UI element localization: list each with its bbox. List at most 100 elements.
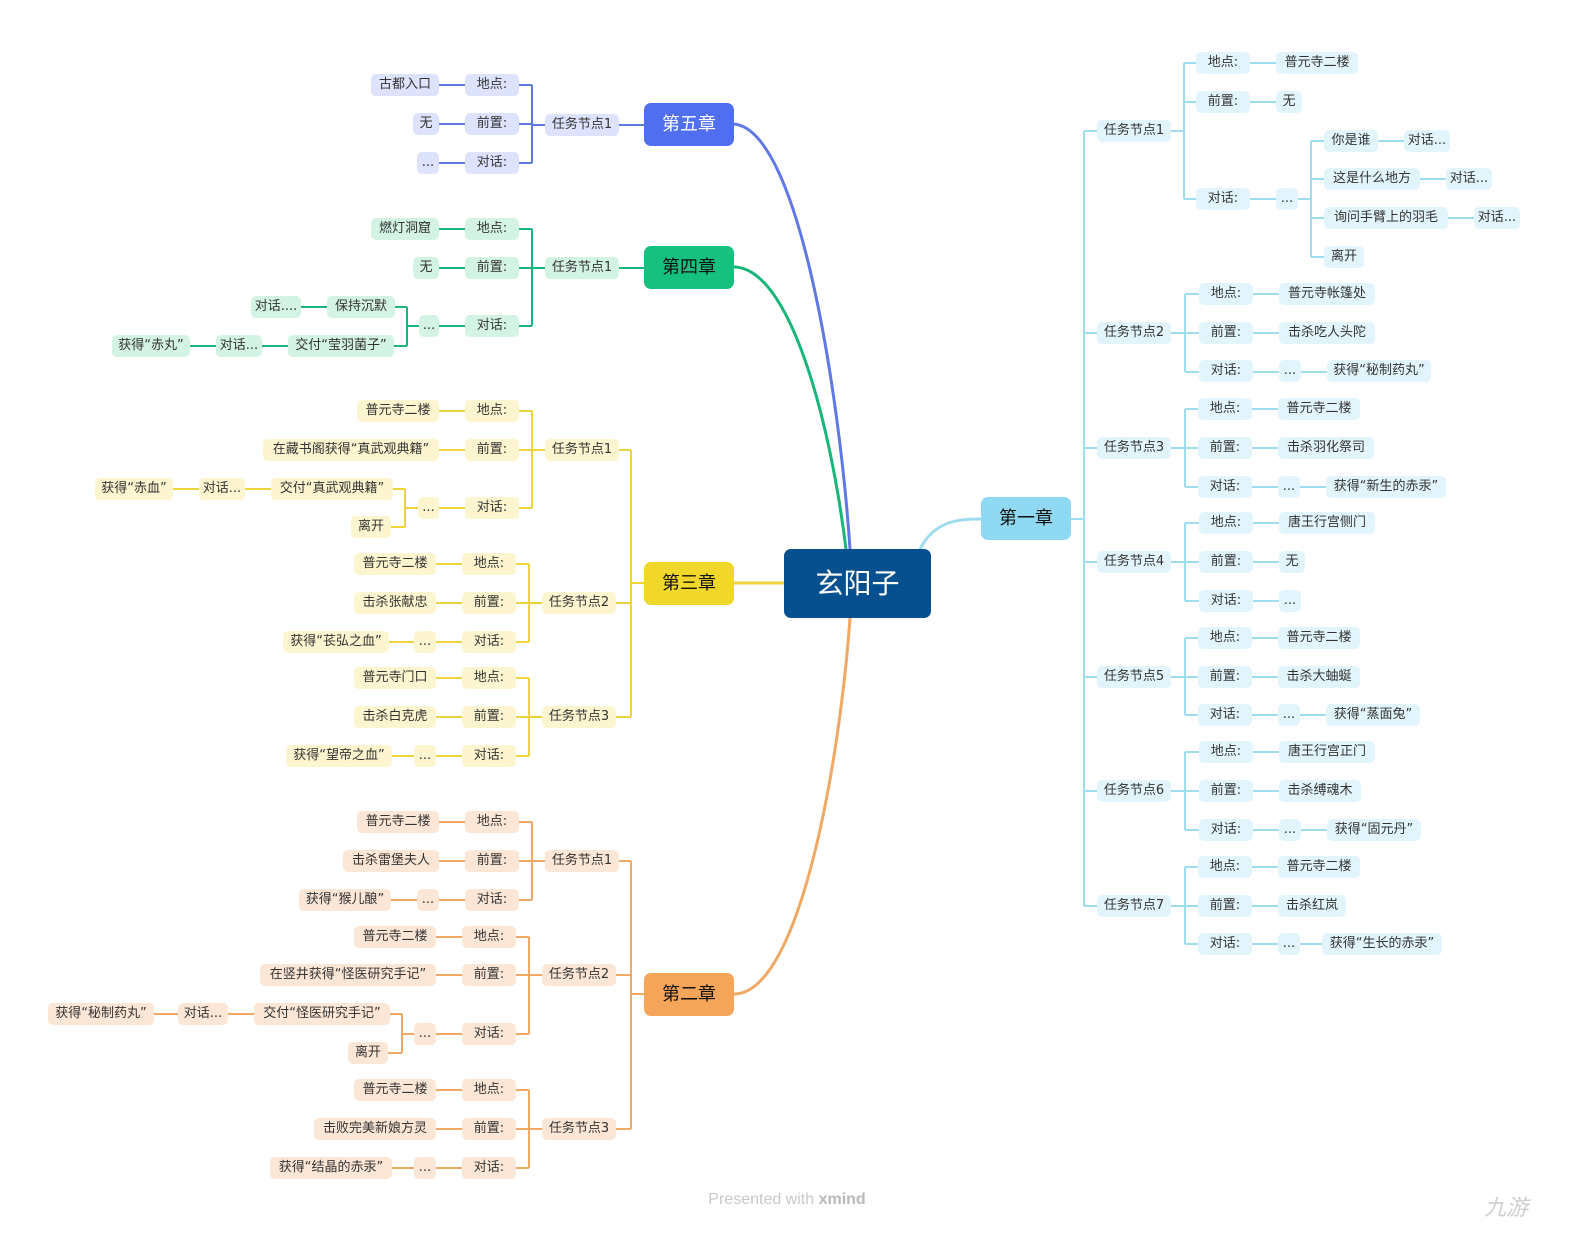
c1-n5-dialogue-label[interactable]: 对话: [1198, 704, 1252, 726]
c3-n2-dialogue-label[interactable]: 对话: [462, 631, 516, 653]
c4-n1-option-deliver[interactable]: 交付“莹羽菌子” [288, 335, 394, 357]
c1-n1-dialogue-label[interactable]: 对话: [1196, 188, 1250, 210]
c1-n2-dialogue-dots[interactable]: ... [1279, 360, 1301, 382]
c3-n1-option-deliver-dialogue[interactable]: 对话... [199, 478, 245, 500]
c2-n2-option-deliver-reward[interactable]: 获得“秘制药丸” [48, 1003, 154, 1025]
c3-n2-reward[interactable]: 获得“苌弘之血” [283, 631, 389, 653]
c3-task-node-2[interactable]: 任务节点2 [542, 592, 616, 614]
c3-n2-prereq-value[interactable]: 击杀张献忠 [354, 592, 436, 614]
c5-n1-dialogue-label[interactable]: 对话: [465, 152, 519, 174]
c5-task-node-1[interactable]: 任务节点1 [545, 114, 619, 136]
c1-n5-prereq-value[interactable]: 击杀大蚰蜒 [1278, 666, 1360, 688]
c2-n3-location-label[interactable]: 地点: [462, 1079, 516, 1101]
c3-n2-location-value[interactable]: 普元寺二楼 [354, 553, 436, 575]
c1-n7-prereq-value[interactable]: 击杀红岚 [1278, 895, 1346, 917]
c1-n5-prereq-label[interactable]: 前置: [1198, 666, 1252, 688]
c4-n1-prereq-label[interactable]: 前置: [465, 257, 519, 279]
c3-n3-prereq-value[interactable]: 击杀白克虎 [354, 706, 436, 728]
c1-n6-dialogue-dots[interactable]: ... [1279, 819, 1301, 841]
c1-n5-location-label[interactable]: 地点: [1198, 627, 1252, 649]
c1-n3-dialogue-label[interactable]: 对话: [1198, 476, 1252, 498]
c4-n1-location-label[interactable]: 地点: [465, 218, 519, 240]
c1-task-node-6[interactable]: 任务节点6 [1097, 780, 1171, 802]
c2-n3-reward[interactable]: 获得“结晶的赤汞” [270, 1157, 392, 1179]
c2-n3-prereq-label[interactable]: 前置: [462, 1118, 516, 1140]
c1-n6-prereq-label[interactable]: 前置: [1199, 780, 1253, 802]
c4-n1-prereq-value[interactable]: 无 [413, 257, 439, 279]
c1-n7-dialogue-dots[interactable]: ... [1278, 933, 1300, 955]
chapter-2-topic[interactable]: 第二章 [644, 973, 734, 1016]
c1-n2-prereq-label[interactable]: 前置: [1199, 322, 1253, 344]
c2-n2-location-label[interactable]: 地点: [462, 926, 516, 948]
c2-task-node-1[interactable]: 任务节点1 [545, 850, 619, 872]
c4-n1-option-silent-dialogue[interactable]: 对话.... [251, 296, 301, 318]
c1-n2-prereq-value[interactable]: 击杀吃人头陀 [1279, 322, 1375, 344]
c1-n1-option-2-dialogue[interactable]: 对话... [1446, 168, 1492, 190]
c2-n1-location-value[interactable]: 普元寺二楼 [357, 811, 439, 833]
c1-n6-reward[interactable]: 获得“固元丹” [1327, 819, 1421, 841]
c2-n2-prereq-label[interactable]: 前置: [462, 964, 516, 986]
c2-n3-location-value[interactable]: 普元寺二楼 [354, 1079, 436, 1101]
c1-n4-dialogue-dots[interactable]: ... [1279, 590, 1301, 612]
c2-n2-dialogue-label[interactable]: 对话: [462, 1023, 516, 1045]
c2-n2-option-leave[interactable]: 离开 [348, 1042, 388, 1064]
c1-n6-location-label[interactable]: 地点: [1199, 741, 1253, 763]
chapter-3-topic[interactable]: 第三章 [644, 562, 734, 605]
c1-task-node-4[interactable]: 任务节点4 [1097, 551, 1171, 573]
c5-n1-dialogue-dots[interactable]: ... [417, 152, 439, 174]
c1-n4-prereq-value[interactable]: 无 [1279, 551, 1305, 573]
c1-n2-location-label[interactable]: 地点: [1199, 283, 1253, 305]
c1-n3-location-label[interactable]: 地点: [1198, 398, 1252, 420]
c5-n1-prereq-label[interactable]: 前置: [465, 113, 519, 135]
c2-n2-option-deliver-dialogue[interactable]: 对话... [178, 1003, 228, 1025]
c1-n1-location-value[interactable]: 普元寺二楼 [1276, 52, 1358, 74]
c1-n4-location-label[interactable]: 地点: [1199, 512, 1253, 534]
c2-n1-prereq-value[interactable]: 击杀雷堡夫人 [343, 850, 439, 872]
c3-n2-prereq-label[interactable]: 前置: [462, 592, 516, 614]
c1-n1-option-1-dialogue[interactable]: 对话... [1404, 130, 1450, 152]
c2-n2-dialogue-dots[interactable]: ... [414, 1023, 436, 1045]
c1-n5-dialogue-dots[interactable]: ... [1278, 704, 1300, 726]
chapter-4-topic[interactable]: 第四章 [644, 246, 734, 289]
c1-n1-option-2[interactable]: 这是什么地方 [1324, 168, 1420, 190]
c2-n1-reward[interactable]: 获得“猴儿酿” [299, 889, 391, 911]
c1-n3-dialogue-dots[interactable]: ... [1278, 476, 1300, 498]
c2-n1-prereq-label[interactable]: 前置: [465, 850, 519, 872]
c4-n1-dialogue-label[interactable]: 对话: [465, 315, 519, 337]
c3-n3-reward[interactable]: 获得“望帝之血” [286, 745, 392, 767]
c1-n7-prereq-label[interactable]: 前置: [1198, 895, 1252, 917]
c2-n3-dialogue-label[interactable]: 对话: [462, 1157, 516, 1179]
c4-n1-option-deliver-dialogue[interactable]: 对话... [216, 335, 262, 357]
c1-n1-option-1[interactable]: 你是谁 [1324, 130, 1378, 152]
c1-n3-prereq-value[interactable]: 击杀羽化祭司 [1278, 437, 1374, 459]
c1-task-node-2[interactable]: 任务节点2 [1097, 322, 1171, 344]
c1-n1-location-label[interactable]: 地点: [1196, 52, 1250, 74]
c5-n1-location-label[interactable]: 地点: [465, 74, 519, 96]
c5-n1-prereq-value[interactable]: 无 [413, 113, 439, 135]
c3-task-node-1[interactable]: 任务节点1 [545, 439, 619, 461]
c2-n2-location-value[interactable]: 普元寺二楼 [354, 926, 436, 948]
c1-n1-option-3[interactable]: 询问手臂上的羽毛 [1324, 207, 1448, 229]
c1-n3-prereq-label[interactable]: 前置: [1198, 437, 1252, 459]
c1-n2-location-value[interactable]: 普元寺帐篷处 [1279, 283, 1375, 305]
c1-n1-prereq-value[interactable]: 无 [1276, 91, 1302, 113]
c3-n1-option-deliver-reward[interactable]: 获得“赤血” [95, 478, 173, 500]
c4-n1-location-value[interactable]: 燃灯洞窟 [371, 218, 439, 240]
c1-task-node-5[interactable]: 任务节点5 [1097, 666, 1171, 688]
c4-n1-dialogue-dots[interactable]: ... [419, 315, 439, 337]
c4-task-node-1[interactable]: 任务节点1 [545, 257, 619, 279]
c3-n1-location-value[interactable]: 普元寺二楼 [357, 400, 439, 422]
c3-n3-location-label[interactable]: 地点: [462, 667, 516, 689]
c2-task-node-3[interactable]: 任务节点3 [542, 1118, 616, 1140]
c3-task-node-3[interactable]: 任务节点3 [542, 706, 616, 728]
chapter-1-topic[interactable]: 第一章 [981, 497, 1071, 540]
c2-n1-location-label[interactable]: 地点: [465, 811, 519, 833]
c3-n1-option-deliver[interactable]: 交付“真武观典籍” [271, 478, 393, 500]
c1-n7-location-value[interactable]: 普元寺二楼 [1278, 856, 1360, 878]
c2-n3-prereq-value[interactable]: 击败完美新娘方灵 [314, 1118, 436, 1140]
c1-n5-reward[interactable]: 获得“蒸面兔” [1326, 704, 1420, 726]
c3-n1-prereq-value[interactable]: 在藏书阁获得“真武观典籍” [263, 439, 439, 461]
c1-n7-location-label[interactable]: 地点: [1198, 856, 1252, 878]
c3-n3-dialogue-dots[interactable]: ... [414, 745, 436, 767]
c1-task-node-1[interactable]: 任务节点1 [1097, 120, 1171, 142]
